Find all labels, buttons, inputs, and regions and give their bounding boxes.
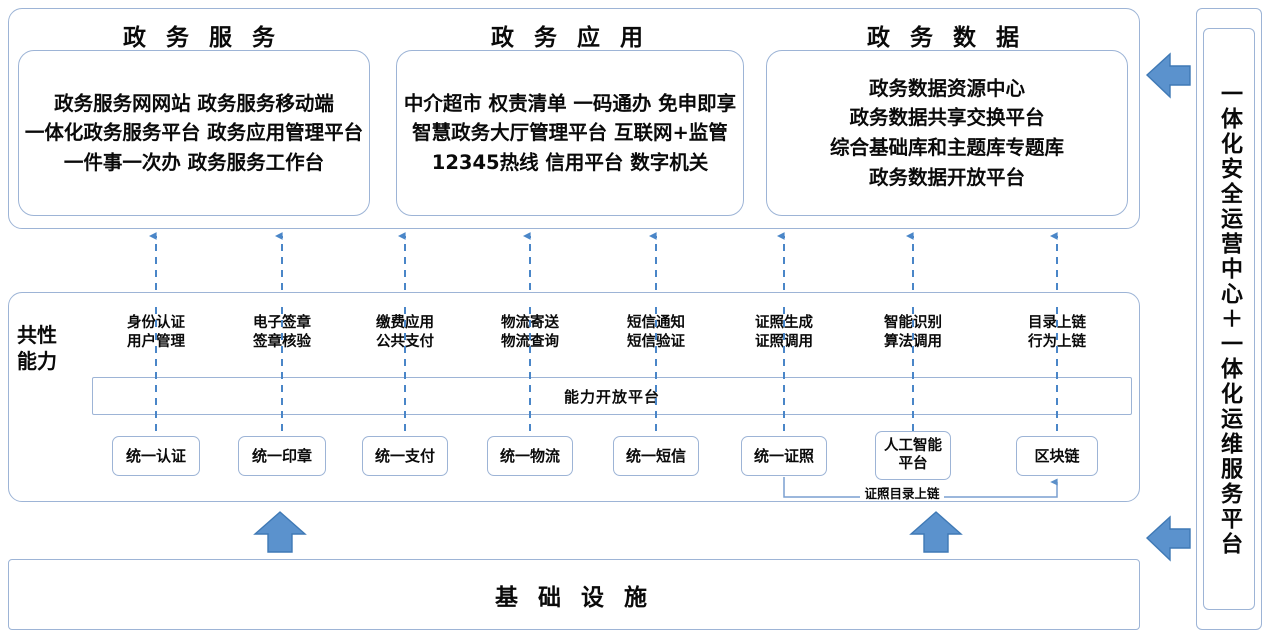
capability-box-label: 统一印章	[251, 447, 312, 465]
capability-header-line: 公共支付	[376, 334, 434, 351]
service-line: 一件事一次办 政务服务工作台	[63, 150, 325, 174]
up-arrow-icon	[253, 511, 307, 553]
capability-header-line: 智能识别	[884, 315, 942, 331]
capability-header-4: 物流寄送物流查询	[501, 314, 559, 353]
capability-open-platform-label: 能力开放平台	[563, 387, 660, 406]
application-line: 中介超市 权责清单 一码通办 免申即享	[403, 91, 737, 115]
capability-box-5[interactable]: 统一短信	[613, 436, 699, 476]
capability-header-1: 身份认证用户管理	[127, 314, 185, 353]
capability-box-7[interactable]: 人工智能 平台	[875, 431, 951, 480]
capability-box-2[interactable]: 统一印章	[238, 436, 326, 476]
data-line: 政务数据资源中心	[868, 76, 1025, 100]
capability-box-label: 统一支付	[374, 447, 435, 465]
capability-header-line: 算法调用	[884, 334, 942, 351]
capability-box-1[interactable]: 统一认证	[112, 436, 200, 476]
capability-box-8[interactable]: 区块链	[1016, 436, 1098, 476]
capability-header-line: 用户管理	[127, 334, 185, 351]
left-arrow-icon	[1145, 52, 1191, 99]
capability-header-line: 短信通知	[627, 315, 685, 331]
application-line: 12345热线 信用平台 数字机关	[431, 150, 709, 174]
up-arrow-icon	[909, 511, 963, 553]
capability-header-line: 物流寄送	[501, 315, 559, 331]
capability-box-label: 统一证照	[753, 447, 814, 465]
security-ops-label: 一体化安全运营中心＋一体化运维服务平台	[1217, 81, 1242, 557]
column-title-government-service: 政 务 服 务	[122, 25, 282, 51]
capability-header-line: 缴费应用	[376, 315, 434, 331]
capability-box-4[interactable]: 统一物流	[487, 436, 573, 476]
capability-header-line: 身份认证	[127, 315, 185, 331]
capability-header-7: 智能识别算法调用	[884, 314, 942, 353]
capability-box-label: 统一物流	[499, 447, 560, 465]
capability-header-line: 短信验证	[627, 334, 685, 351]
data-line: 政务数据开放平台	[868, 165, 1025, 189]
capability-header-line: 证照生成	[755, 315, 813, 331]
capability-box-label: 人工智能 平台	[884, 438, 942, 472]
capability-header-line: 物流查询	[501, 334, 559, 351]
government-service-box[interactable]: 政务服务网网站 政务服务移动端 一体化政务服务平台 政务应用管理平台 一件事一次…	[18, 50, 370, 216]
capability-header-line: 证照调用	[755, 334, 813, 351]
capability-header-line: 行为上链	[1028, 334, 1086, 351]
left-arrow-icon	[1145, 515, 1191, 562]
capability-header-line: 目录上链	[1028, 315, 1086, 331]
column-title-government-data: 政 务 数 据	[866, 25, 1026, 51]
capability-header-line: 电子签章	[253, 315, 311, 331]
common-capability-label: 共性能力	[17, 323, 57, 374]
data-line: 综合基础库和主题库专题库	[829, 136, 1064, 159]
application-line: 智慧政务大厅管理平台 互联网+监管	[412, 121, 728, 145]
license-onchain-label: 证照目录上链	[860, 487, 944, 501]
capability-box-6[interactable]: 统一证照	[741, 436, 827, 476]
capability-header-line: 签章核验	[253, 334, 311, 351]
capability-header-8: 目录上链行为上链	[1028, 314, 1086, 353]
capability-box-3[interactable]: 统一支付	[362, 436, 448, 476]
capability-box-label: 区块链	[1034, 447, 1080, 465]
capability-box-label: 统一认证	[125, 447, 186, 465]
service-line: 一体化政务服务平台 政务应用管理平台	[24, 121, 364, 145]
capability-header-3: 缴费应用公共支付	[376, 314, 434, 353]
capability-header-2: 电子签章签章核验	[253, 314, 311, 353]
infrastructure-panel[interactable]: 基 础 设 施	[8, 559, 1140, 630]
service-line: 政务服务网网站 政务服务移动端	[54, 91, 334, 115]
capability-header-6: 证照生成证照调用	[755, 314, 813, 353]
data-line: 政务数据共享交换平台	[849, 106, 1045, 130]
government-data-box[interactable]: 政务数据资源中心 政务数据共享交换平台 综合基础库和主题库专题库 政务数据开放平…	[766, 50, 1128, 216]
infrastructure-title: 基 础 设 施	[494, 584, 654, 611]
capability-open-platform-bar[interactable]: 能力开放平台	[92, 377, 1132, 415]
capability-header-5: 短信通知短信验证	[627, 314, 685, 353]
capability-box-label: 统一短信	[625, 447, 686, 465]
security-ops-panel[interactable]: 一体化安全运营中心＋一体化运维服务平台	[1203, 28, 1255, 610]
government-application-box[interactable]: 中介超市 权责清单 一码通办 免申即享 智慧政务大厅管理平台 互联网+监管 12…	[396, 50, 744, 216]
column-title-government-application: 政 务 应 用	[490, 25, 650, 51]
